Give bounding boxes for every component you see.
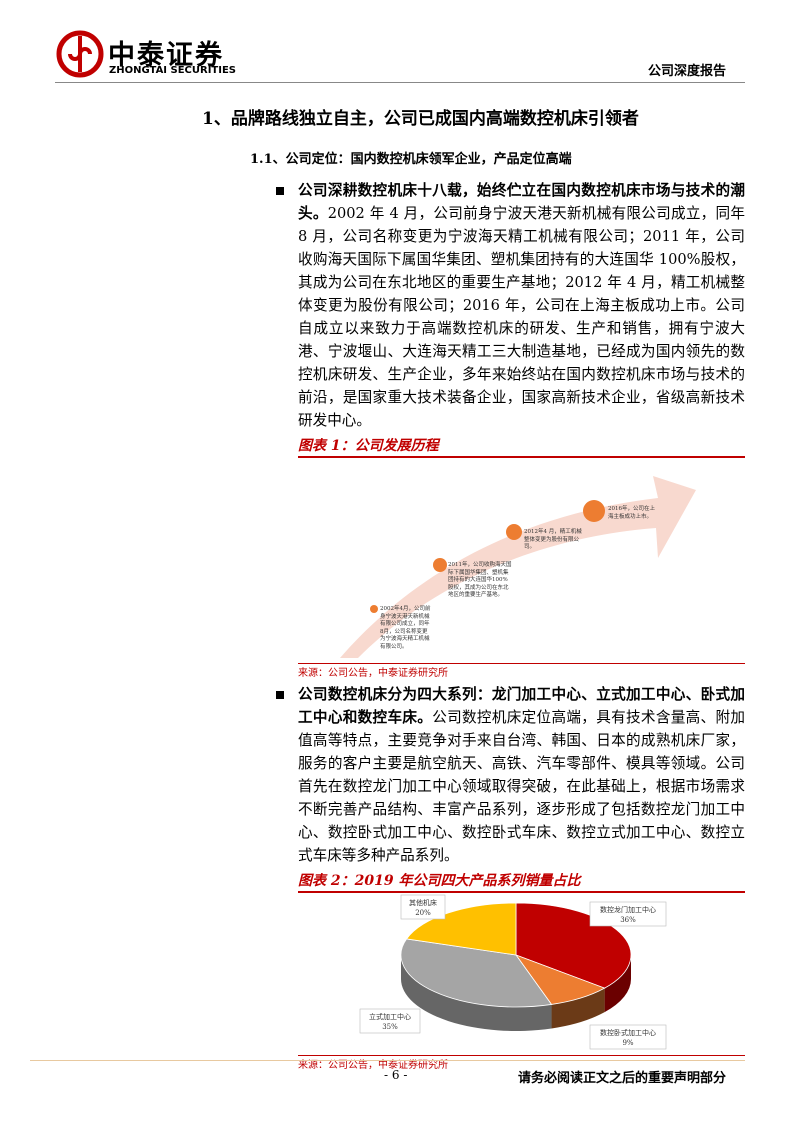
page-number: - 6 - bbox=[384, 1068, 408, 1082]
paragraph-products: 公司数控机床分为四大系列：龙门加工中心、立式加工中心、卧式加工中心和数控车床。公… bbox=[298, 683, 745, 867]
pie-value: 36% bbox=[620, 916, 636, 924]
figure-1-source: 来源：公司公告，中泰证券研究所 bbox=[298, 663, 745, 680]
pie-label: 数控卧式加工中心 bbox=[600, 1028, 656, 1037]
pie-label: 数控龙门加工中心 bbox=[600, 905, 656, 914]
footer-divider bbox=[30, 1060, 745, 1061]
paragraph-lead: 公司数控机床分为四大系列：龙门加工中心、立式加工中心、卧式加工中心和数控车床。 bbox=[298, 686, 745, 726]
pie-figure: 数控龙门加工中心 36% 数控卧式加工中心 9% 立式加工中心 35% 其他机床 20% bbox=[298, 893, 745, 1055]
section-heading: 1、品牌路线独立自主，公司已成国内高端数控机床引领者 bbox=[202, 109, 639, 129]
figure-1-title: 图表 1：公司发展历程 bbox=[298, 436, 745, 458]
zhongtai-logo-icon bbox=[56, 30, 104, 78]
timeline-event: 2012年4 月，精工机械整体变更为股份有限公司。 bbox=[524, 529, 582, 550]
pie-side-1 bbox=[551, 988, 605, 1029]
pie-value: 9% bbox=[622, 1039, 633, 1047]
timeline-event: 2011年，公司收购海天国际下属国华集团、塑机集团持有的大连国华100%股权，其… bbox=[448, 562, 512, 598]
timeline-arrow bbox=[340, 476, 696, 658]
products-block: 公司数控机床分为四大系列：龙门加工中心、立式加工中心、卧式加工中心和数控车床。公… bbox=[276, 683, 745, 867]
pie-side-2 bbox=[401, 955, 552, 1031]
pie-value: 20% bbox=[415, 909, 431, 917]
subsection-heading: 1.1、公司定位：国内数控机床领军企业，产品定位高端 bbox=[250, 152, 572, 167]
timeline-figure: 2002年4月，公司前身宁波天港天新机械有限公司成立，同年8月，公司名称变更为宁… bbox=[298, 458, 745, 663]
pie-label-box bbox=[589, 901, 667, 927]
logo-text-cn: 中泰证券 bbox=[108, 40, 224, 71]
pie-value: 35% bbox=[382, 1023, 398, 1031]
figure-2-title: 图表 2：2019 年公司四大产品系列销量占比 bbox=[298, 871, 745, 893]
paragraph-history: 公司深耕数控机床十八载，始终伫立在国内数控机床市场与技术的潮头。2002 年 4… bbox=[298, 179, 745, 432]
timeline-event: 2002年4月，公司前身宁波天港天新机械有限公司成立，同年8月，公司名称变更为宁… bbox=[380, 606, 431, 650]
pie-slice bbox=[400, 938, 553, 1008]
logo-text-en: ZHONGTAI SECURITIES bbox=[109, 65, 236, 76]
bullet-icon bbox=[276, 187, 284, 195]
header-divider bbox=[55, 82, 745, 83]
report-type: 公司深度报告 bbox=[648, 64, 727, 79]
pie-label: 其他机床 bbox=[409, 898, 437, 907]
timeline-event: 2016年，公司在上海主板成功上市。 bbox=[608, 506, 655, 520]
timeline-dot-2016 bbox=[583, 500, 605, 522]
pie-label: 立式加工中心 bbox=[369, 1012, 411, 1021]
main-content: 公司深耕数控机床十八载，始终伫立在国内数控机床市场与技术的潮头。2002 年 4… bbox=[276, 179, 745, 1075]
pie-chart: 数控龙门加工中心 36% 数控卧式加工中心 9% 立式加工中心 35% 其他机床 20% bbox=[359, 894, 667, 1050]
timeline-dot-2011 bbox=[433, 558, 447, 572]
pie-side-0 bbox=[604, 955, 631, 1013]
paragraph-lead: 公司深耕数控机床十八载，始终伫立在国内数控机床市场与技术的潮头。 bbox=[298, 182, 745, 222]
disclaimer: 请务必阅读正文之后的重要声明部分 bbox=[518, 1071, 727, 1086]
paragraph-body: 公司数控机床定位高端，具有技术含量高、附加值高等特点，主要竞争对手来自台湾、韩国… bbox=[298, 709, 745, 864]
pie-label-box bbox=[359, 1008, 421, 1034]
pie-label-box bbox=[400, 894, 446, 920]
paragraph-body: 2002 年 4 月，公司前身宁波天港天新机械有限公司成立，同年 8 月，公司名… bbox=[298, 205, 745, 429]
pie-slice bbox=[405, 902, 517, 956]
timeline-graphic bbox=[340, 476, 696, 658]
timeline-dot-2012 bbox=[506, 524, 522, 540]
pie-label-box bbox=[589, 1024, 667, 1050]
bullet-icon bbox=[276, 691, 284, 699]
history-block: 公司深耕数控机床十八载，始终伫立在国内数控机床市场与技术的潮头。2002 年 4… bbox=[276, 179, 745, 432]
timeline-dot-2002 bbox=[370, 605, 378, 613]
figure-2-source: 来源：公司公告，中泰证券研究所 bbox=[298, 1055, 745, 1072]
